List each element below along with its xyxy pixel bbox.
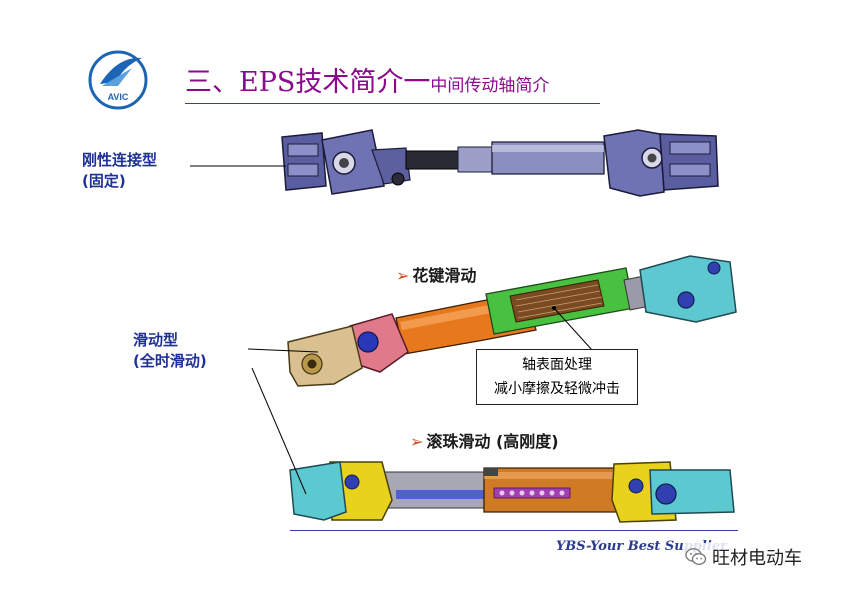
- title-sub: 中间传动轴简介: [430, 76, 550, 96]
- heading-ball-text: 滚珠滑动 (高刚度): [426, 432, 559, 451]
- label-slide-line2: (全时滑动): [133, 352, 207, 370]
- surface-treatment-callout: 轴表面处理 减小摩擦及轻微冲击: [476, 349, 638, 405]
- leader-slide: [247, 348, 319, 353]
- ball-shaft-image: [289, 461, 735, 523]
- heading-ball: ➢滚珠滑动 (高刚度): [410, 428, 559, 452]
- title-main: 三、EPS技术简介一: [185, 67, 431, 98]
- arrow-bullet-icon: ➢: [396, 266, 410, 285]
- leader-slide-ball: [251, 367, 307, 495]
- footer-divider: [290, 530, 738, 531]
- callout-line2: 减小摩擦及轻微冲击: [494, 381, 620, 397]
- arrow-bullet-icon: ➢: [410, 432, 424, 451]
- heading-spline: ➢花键滑动: [396, 262, 476, 286]
- avic-logo: AVIC: [88, 50, 148, 110]
- watermark-text: 旺材电动车: [712, 548, 802, 569]
- label-rigid-line1: 刚性连接型: [82, 151, 158, 169]
- label-rigid: 刚性连接型 (固定): [82, 150, 157, 192]
- label-rigid-line2: (固定): [82, 172, 126, 190]
- callout-line1: 轴表面处理: [522, 357, 592, 373]
- spline-shaft-image: [287, 255, 737, 387]
- title-divider: [185, 103, 600, 104]
- heading-spline-text: 花键滑动: [412, 266, 477, 285]
- rigid-shaft-image: [281, 129, 719, 197]
- page-title: 三、EPS技术简介一中间传动轴简介: [185, 60, 549, 99]
- wechat-icon: [685, 548, 707, 566]
- logo-text: AVIC: [108, 92, 129, 102]
- leader-callout: [553, 307, 593, 351]
- watermark: 旺材电动车: [683, 543, 808, 571]
- label-slide-line1: 滑动型: [133, 331, 179, 349]
- label-slide: 滑动型 (全时滑动): [133, 330, 207, 372]
